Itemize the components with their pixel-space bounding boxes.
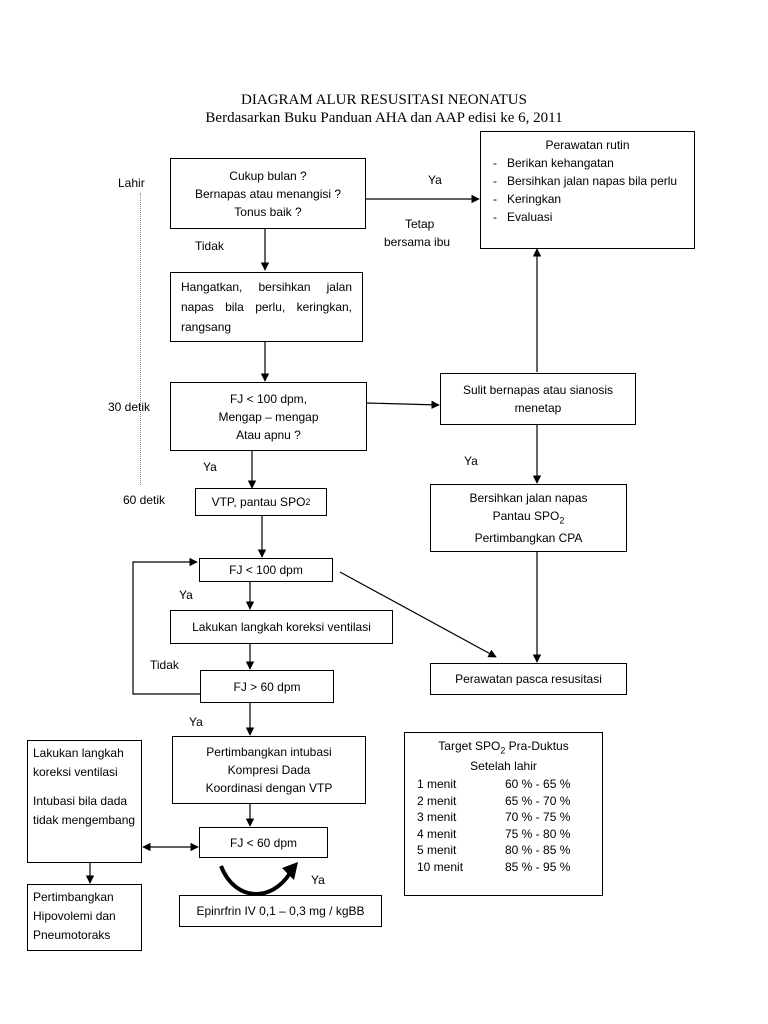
heart-rate-check-line: Mengap – mengap (218, 409, 319, 424)
bersihkan-box: Bersihkan jalan napas Pantau SPO2 Pertim… (430, 484, 627, 552)
intubasi-box: Pertimbangkan intubasi Kompresi Dada Koo… (172, 736, 366, 804)
bersihkan-line: Pantau SPO2 (493, 507, 565, 529)
target-spo2-title-suffix: Pra-Duktus (505, 739, 569, 753)
row-time: 5 menit (417, 843, 457, 858)
warm-dry-box: Hangatkan, bersihkan jalan napas bila pe… (170, 272, 363, 342)
row-range: 70 % - 75 % (505, 810, 571, 825)
label-bersama-ibu: bersama ibu (384, 235, 451, 249)
table-row: 1 menit 60 % - 65 % (417, 776, 590, 793)
heart-rate-below-60-box: FJ < 60 dpm (199, 827, 328, 858)
left-koreksi-box: Lakukan langkah koreksi ventilasi Intuba… (27, 740, 142, 863)
routine-care-box: Perawatan rutin Berikan kehangatan Bersi… (480, 131, 695, 249)
vtp-text: VTP, pantau SPO (211, 495, 306, 509)
table-row: 10 menit 85 % - 95 % (417, 859, 590, 876)
target-spo2-subtitle: Setelah lahir (470, 759, 537, 774)
heart-rate-100-box: FJ < 100 dpm (199, 558, 333, 582)
row-range: 80 % - 85 % (505, 843, 571, 858)
target-spo2-table: Target SPO2 Pra-Duktus Setelah lahir 1 m… (404, 732, 603, 896)
bersihkan-spo-text: Pantau SPO (492, 508, 560, 523)
table-row: 2 menit 65 % - 70 % (417, 793, 590, 810)
heart-rate-check-line: Atau apnu ? (236, 427, 301, 442)
arrow-loop-tidak (132, 557, 200, 695)
routine-care-title: Perawatan rutin (545, 138, 630, 152)
routine-care-item: Keringkan (489, 190, 686, 208)
row-time: 2 menit (417, 793, 457, 808)
assessment-box: Cukup bulan ? Bernapas atau menangisi ? … (170, 158, 366, 229)
table-row: 3 menit 70 % - 75 % (417, 809, 590, 826)
bersihkan-spo-sub: 2 (559, 515, 565, 526)
label-tidak-1: Tidak (195, 239, 224, 253)
row-range: 75 % - 80 % (505, 826, 571, 841)
arrow-hr1-sulit (366, 400, 440, 409)
row-time: 4 menit (417, 826, 457, 841)
timeline-30-detik: 30 detik (108, 400, 151, 414)
row-time: 1 menit (417, 777, 457, 792)
timeline-line (140, 193, 141, 485)
routine-care-item: Evaluasi (489, 208, 686, 226)
intubasi-line: Pertimbangkan intubasi (206, 745, 332, 759)
label-ya-hr3: Ya (189, 715, 203, 729)
table-row: 4 menit 75 % - 80 % (417, 826, 590, 843)
perawatan-pasca-box: Perawatan pasca resusitasi (430, 663, 627, 695)
routine-care-item: Bersihkan jalan napas bila perlu (489, 172, 686, 190)
routine-care-item: Berikan kehangatan (489, 154, 686, 172)
left-koreksi-text: Lakukan langkah koreksi ventilasi (33, 746, 124, 779)
arrow-hr4-epi-head (282, 862, 298, 880)
row-range: 65 % - 70 % (505, 793, 571, 808)
row-range: 85 % - 95 % (505, 859, 571, 874)
arrow-hr4-epi-curve (219, 865, 292, 896)
epinefrin-box: Epinrfrin IV 0,1 – 0,3 mg / kgBB (179, 895, 382, 927)
row-time: 3 menit (417, 810, 457, 825)
table-row: 5 menit 80 % - 85 % (417, 842, 590, 859)
vtp-subscript: 2 (305, 497, 311, 507)
target-spo2-title-text: Target SPO (438, 739, 501, 753)
row-time: 10 menit (417, 859, 464, 874)
arrow-hr2-pasca (339, 571, 497, 658)
assessment-line: Tonus baik ? (234, 204, 302, 219)
assessment-line: Cukup bulan ? (229, 168, 307, 183)
intubasi-line: Koordinasi dengan VTP (205, 781, 333, 795)
label-tidak-2: Tidak (150, 658, 179, 672)
heart-rate-check-box: FJ < 100 dpm, Mengap – mengap Atau apnu … (170, 382, 367, 451)
sulit-bernapas-line: menetap (514, 401, 562, 415)
label-ya-sulit: Ya (464, 454, 478, 468)
timeline-lahir: Lahir (118, 176, 145, 190)
label-tetap: Tetap (405, 217, 435, 231)
diagram-subtitle: Berdasarkan Buku Panduan AHA dan AAP edi… (205, 110, 563, 126)
bersihkan-line: Bersihkan jalan napas (469, 490, 588, 505)
routine-care-list: Berikan kehangatan Bersihkan jalan napas… (489, 154, 686, 226)
heart-rate-check-line: FJ < 100 dpm, (229, 391, 308, 406)
label-ya-hr2: Ya (179, 588, 193, 602)
label-ya-hr1: Ya (203, 460, 217, 474)
left-intubasi-text: Intubasi bila dada tidak mengembang (33, 794, 136, 827)
sulit-bernapas-line: Sulit bernapas atau sianosis (462, 383, 614, 397)
label-ya-epi: Ya (311, 873, 325, 887)
timeline-60-detik: 60 detik (123, 493, 166, 507)
sulit-bernapas-box: Sulit bernapas atau sianosis menetap (440, 373, 636, 425)
label-ya-top: Ya (428, 173, 442, 187)
target-spo2-title-sub: 2 (500, 745, 506, 756)
bersihkan-line: Pertimbangkan CPA (474, 531, 583, 546)
left-hipovolemi-box: Pertimbangkan Hipovolemi dan Pneumotorak… (27, 884, 142, 951)
intubasi-line: Kompresi Dada (227, 763, 311, 777)
assessment-line: Bernapas atau menangisi ? (194, 186, 342, 201)
koreksi-ventilasi-box: Lakukan langkah koreksi ventilasi (170, 610, 393, 644)
diagram-title: DIAGRAM ALUR RESUSITASI NEONATUS (241, 92, 527, 108)
target-spo2-title: Target SPO2 Pra-Duktus (417, 738, 590, 758)
heart-rate-60-box: FJ > 60 dpm (200, 670, 334, 703)
row-range: 60 % - 65 % (505, 777, 571, 792)
